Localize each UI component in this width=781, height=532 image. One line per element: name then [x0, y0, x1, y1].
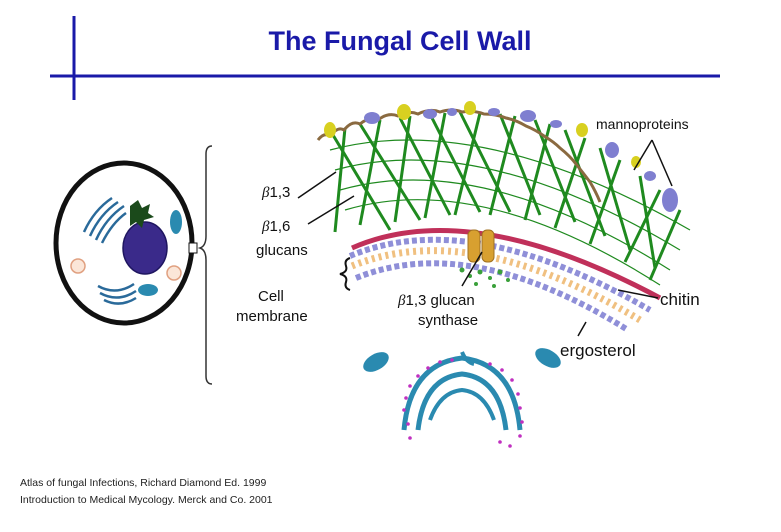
mannoprotein-purple [488, 108, 500, 116]
leader-b13 [297, 171, 337, 199]
label-membrane: membrane [236, 308, 308, 325]
outer-wall-edge [316, 108, 602, 203]
mannoprotein-purple [423, 109, 437, 119]
mitochondrion-small [170, 210, 182, 234]
organelle-dark [130, 200, 154, 228]
leader-lines [297, 139, 673, 337]
slide-title: The Fungal Cell Wall [268, 26, 532, 56]
label-glucans: glucans [256, 242, 308, 259]
label-beta-1-6-text: 1,6 [269, 218, 291, 235]
er-cisterna [401, 355, 523, 431]
zoom-bracket [197, 145, 213, 385]
mitochondrion-small [138, 284, 158, 296]
er-cisterna [460, 351, 475, 366]
label-chitin: chitin [660, 290, 700, 309]
mitochondrion [535, 348, 561, 368]
mannoprotein-purple [605, 142, 619, 158]
beta-symbol: β [262, 219, 270, 235]
beta-symbol: β [398, 293, 406, 309]
mannoprotein-purple [447, 108, 457, 116]
mannoprotein-yellow [397, 104, 411, 120]
mannoprotein-yellow [576, 123, 588, 137]
zoom-box [188, 242, 198, 254]
glucan-synthase [459, 229, 510, 288]
leader-synthase [461, 251, 483, 287]
er-cisterna [428, 387, 496, 421]
label-beta-1-6: β1,6 [262, 218, 290, 237]
citation-1: Atlas of fungal Infections, Richard Diam… [20, 477, 267, 489]
synthase-subunit [481, 229, 495, 263]
label-synthase-line1-text: 1,3 glucan [405, 292, 475, 309]
whole-cell-drawing [53, 160, 198, 326]
label-cell: Cell [258, 288, 284, 305]
beta-symbol: β [262, 185, 270, 201]
label-synthase-line1: β1,3 glucan [398, 292, 475, 311]
cytoplasm-organelles [363, 348, 561, 448]
glucan-fibers [328, 111, 682, 281]
mannoprotein-yellow [464, 101, 476, 115]
leader-mannoprotein-a [633, 139, 653, 171]
citation-2: Introduction to Medical Mycology. Merck … [20, 494, 273, 506]
label-mannoproteins: mannoproteins [596, 116, 689, 132]
endoplasmic-reticulum [82, 196, 127, 244]
membrane-brace [339, 257, 351, 291]
ribosomes [402, 358, 524, 448]
label-synthase-line2: synthase [418, 312, 479, 329]
mannoprotein-purple [520, 110, 536, 122]
synthase-subunit [467, 229, 481, 263]
leader-mannoprotein-b [651, 139, 673, 187]
golgi-stack [97, 282, 137, 305]
glucan-fibers-fine [329, 139, 691, 286]
vesicle [166, 265, 182, 281]
mannoprotein-purple [644, 171, 656, 181]
mannoprotein-purple [662, 188, 678, 212]
label-ergosterol: ergosterol [560, 341, 636, 360]
label-beta-1-3: β1,3 [262, 184, 290, 203]
leader-ergosterol [577, 321, 587, 337]
label-beta-1-3-text: 1,3 [269, 184, 291, 201]
leader-b16 [307, 195, 355, 225]
mannoprotein-purple [364, 112, 380, 124]
nucleus [122, 221, 168, 275]
er-cisterna [415, 371, 509, 431]
mannoprotein-yellow [324, 122, 336, 138]
mannoprotein-yellow [631, 156, 641, 168]
mannoproteins [324, 101, 678, 212]
leader-chitin [617, 289, 659, 299]
vesicle [70, 258, 86, 274]
mitochondrion [363, 352, 389, 372]
mannoprotein-purple [550, 120, 562, 128]
membrane-inner-heads [354, 260, 630, 333]
